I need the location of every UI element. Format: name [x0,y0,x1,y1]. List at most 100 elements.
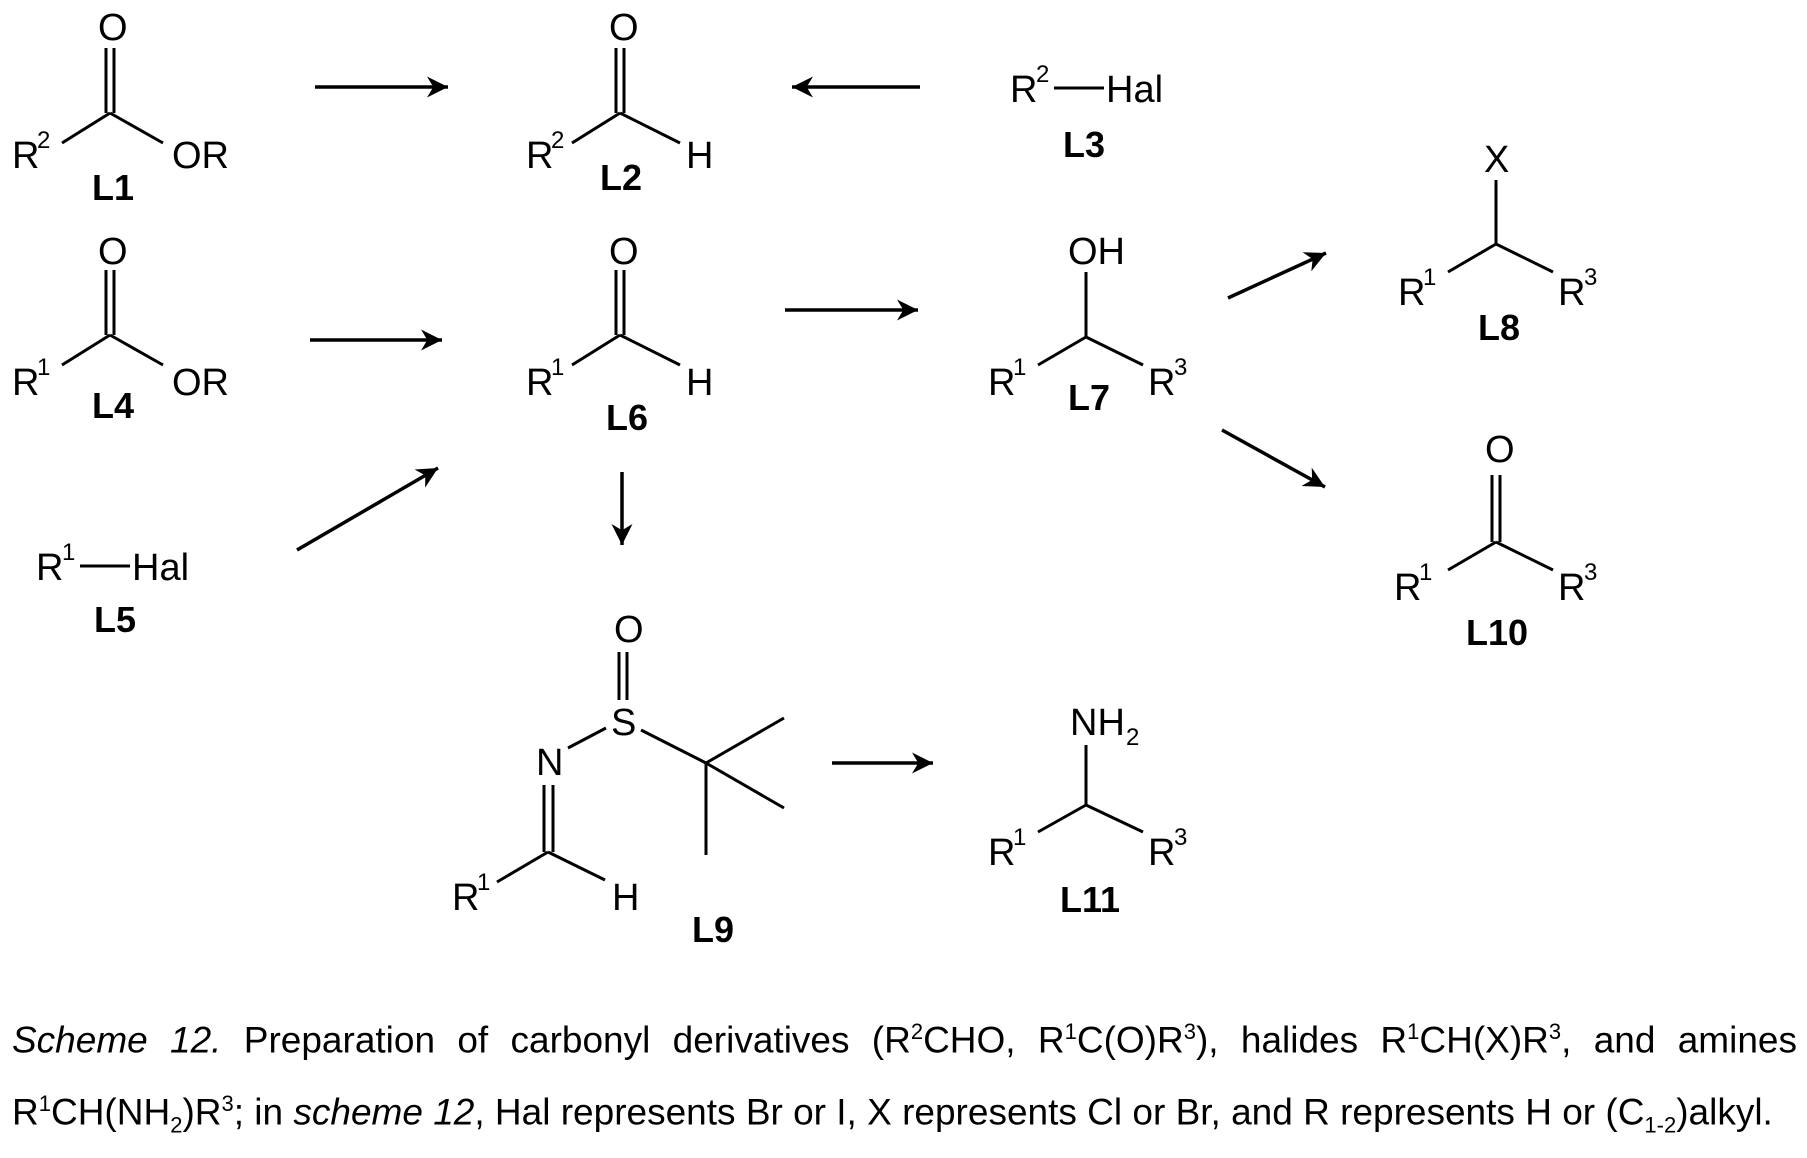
scheme-caption: Scheme 12. Preparation of carbonyl deriv… [12,1000,1797,1158]
bond [1038,805,1086,832]
bond [568,728,606,748]
compound-label-L6: L6 [606,397,648,438]
compound-label-L2: L2 [600,157,642,198]
atom-label: H [612,877,639,919]
atom-superscript: 2 [37,127,50,154]
atom-superscript: 3 [1174,354,1187,381]
atom-label: X [1484,139,1509,181]
bond [572,335,620,365]
compound-label-L5: L5 [94,599,136,640]
caption-scheme-title: Scheme 12. [12,1019,221,1060]
atom-label: R [36,547,63,589]
compound-L7: OH R 1 R 3 L7 [988,231,1187,418]
atom-superscript: 2 [1036,61,1049,88]
bond [620,113,680,143]
atom-label: H [686,135,713,177]
caption-superscript: 1 [39,1091,51,1116]
atom-label: O [1485,429,1515,471]
atom-superscript: 1 [551,354,564,381]
caption-line-1: Scheme 12. Preparation of carbonyl deriv… [12,1000,1797,1072]
bond [1038,337,1086,365]
reaction-scheme: O R 2 OR L1 O R 2 H L2 R 2 Hal L3 O R 1 … [0,0,1807,1000]
atom-superscript: 1 [1419,559,1432,586]
compound-label-L7: L7 [1068,377,1110,418]
atom-superscript: 1 [37,354,50,381]
atom-superscript: 1 [1423,264,1436,291]
caption-superscript: 3 [221,1091,233,1116]
caption-text: )alkyl. [1676,1092,1773,1133]
caption-text: C(O)R [1077,1019,1184,1060]
caption-superscript: 3 [1184,1019,1196,1044]
compound-label-L11: L11 [1060,879,1120,920]
caption-subscript: 1-2 [1644,1113,1676,1138]
atom-label: Hal [132,547,189,589]
caption-text: , Hal represents Br or I, X represents C… [474,1092,1644,1133]
atom-label: R [988,362,1015,404]
atom-superscript: 1 [1013,824,1026,851]
bond [497,852,548,882]
atom-label: O [614,609,644,651]
atom-label: R [988,832,1015,874]
bond [110,113,163,143]
compound-L3: R 2 Hal L3 [1010,61,1163,165]
bond [1086,337,1143,365]
atom-label: R [1148,362,1175,404]
arrow-L7-to-L8 [1228,253,1326,298]
caption-superscript: 1 [1407,1019,1419,1044]
compound-L9: O S N R 1 H L9 [452,609,784,950]
bond [110,335,163,365]
caption-text: , and amines [1561,1019,1797,1060]
atom-label: R [1148,832,1175,874]
atom-label: S [611,702,636,744]
atom-label: R [1558,272,1585,314]
atom-superscript: 3 [1584,559,1597,586]
compound-label-L1: L1 [92,167,134,208]
compound-L2: O R 2 H L2 [526,7,713,198]
atom-superscript: 1 [477,869,490,896]
atom-superscript: 3 [1584,264,1597,291]
bond [1448,244,1496,272]
caption-subscript: 2 [170,1113,182,1138]
compound-label-L3: L3 [1063,124,1105,165]
atom-label: Hal [1106,69,1163,111]
atom-label: H [686,362,713,404]
bond [1496,244,1553,272]
bond [706,763,784,808]
atom-superscript: 3 [1174,824,1187,851]
caption-superscript: 2 [911,1019,923,1044]
bond [548,852,605,880]
compound-label-L4: L4 [92,385,134,426]
atom-superscript: 1 [62,539,75,566]
caption-text: ), halides R [1196,1019,1407,1060]
caption-text: Preparation of carbonyl derivatives (R [221,1019,910,1060]
atom-label: R [1010,69,1037,111]
compound-L5: R 1 Hal L5 [36,539,189,640]
arrow-L5-to-L6 [297,468,438,550]
atom-label: O [609,231,639,273]
bond [572,113,620,143]
bond [62,113,110,143]
caption-line-2: R1CH(NH2)R3; in scheme 12, Hal represent… [12,1072,1797,1158]
caption-text: CH(X)R [1419,1019,1548,1060]
bond [706,718,784,763]
atom-label: R [12,135,39,177]
atom-label: OR [172,135,229,177]
atom-label: R [526,362,553,404]
bond [62,335,110,365]
bond [1086,805,1143,832]
caption-scheme-ref: scheme 12 [293,1092,474,1133]
atom-label: NH [1070,702,1125,744]
caption-text: R [12,1092,39,1133]
compound-label-L8: L8 [1478,307,1520,348]
atom-label: OH [1068,231,1125,273]
atom-subscript: 2 [1126,724,1139,751]
compound-L10: O R 1 R 3 L10 [1394,429,1597,653]
atom-label: R [12,362,39,404]
atom-label: R [1398,272,1425,314]
atom-superscript: 1 [1013,354,1026,381]
caption-text: CH(NH [51,1092,170,1133]
atom-label: R [526,135,553,177]
caption-text: )R [182,1092,221,1133]
reaction-arrows [297,87,1326,763]
compound-L6: O R 1 H L6 [526,231,713,438]
